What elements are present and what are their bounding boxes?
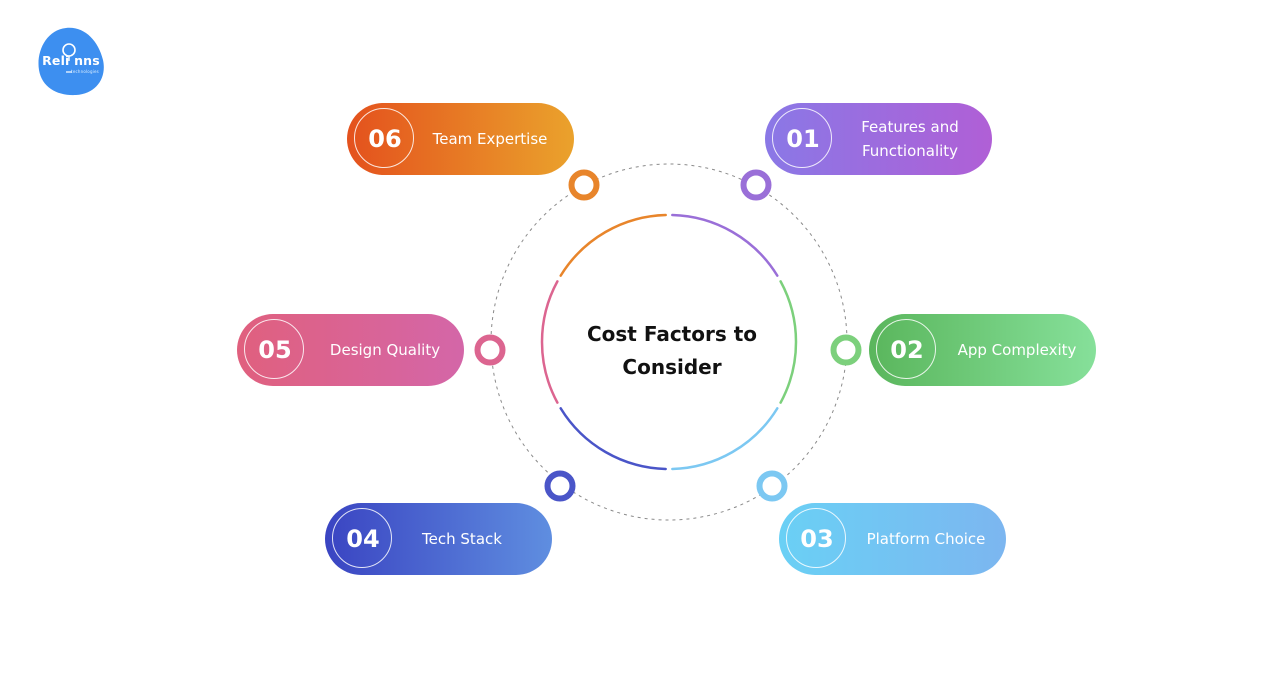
factor-label-line-1: Design Quality bbox=[329, 341, 441, 359]
connector-ring-group bbox=[474, 169, 862, 502]
connector-ring-design bbox=[474, 334, 506, 366]
inner-arc-features bbox=[671, 213, 779, 277]
factor-number: 01 bbox=[786, 125, 820, 153]
inner-arc-platform bbox=[671, 407, 779, 471]
factor-number-circle: 03 bbox=[786, 508, 846, 568]
factor-label-line-1: Tech Stack bbox=[422, 530, 502, 548]
factor-number: 04 bbox=[346, 525, 380, 553]
factor-label: Team Expertise bbox=[423, 103, 557, 175]
logo-blob-icon bbox=[38, 27, 104, 96]
factor-label-line-1: Platform Choice bbox=[866, 530, 986, 548]
inner-arc-stack bbox=[559, 407, 667, 471]
factor-pill-platform-choice: 03 Platform Choice bbox=[779, 503, 1006, 575]
inner-arc-design bbox=[540, 280, 559, 404]
factor-label: Features and Functionality bbox=[845, 103, 975, 175]
factor-number: 06 bbox=[368, 125, 402, 153]
factor-label-line-1: Features and bbox=[861, 118, 959, 136]
connector-ring-platform bbox=[756, 470, 788, 502]
company-logo: Reli nns technologies bbox=[36, 26, 106, 96]
factor-label-line-1: App Complexity bbox=[957, 341, 1077, 359]
factor-pill-app-complexity: 02 App Complexity bbox=[869, 314, 1096, 386]
factor-pill-tech-stack: 04 Tech Stack bbox=[325, 503, 552, 575]
connector-ring-complexity bbox=[830, 334, 862, 366]
connector-ring-team bbox=[568, 169, 600, 201]
factor-label-line-2: Functionality bbox=[861, 142, 959, 160]
factor-pill-design-quality: 05 Design Quality bbox=[237, 314, 464, 386]
connector-ring-features bbox=[740, 169, 772, 201]
factor-number: 03 bbox=[800, 525, 834, 553]
factor-number-circle: 05 bbox=[244, 319, 304, 379]
factor-number-circle: 01 bbox=[772, 108, 832, 168]
factor-pill-features-functionality: 01 Features and Functionality bbox=[765, 103, 992, 175]
factor-label: App Complexity bbox=[949, 314, 1085, 386]
diagram-title-line-1: Cost Factors to bbox=[586, 322, 758, 346]
diagram-title: Cost Factors to Consider bbox=[560, 318, 784, 384]
connector-ring-stack bbox=[544, 470, 576, 502]
factor-number: 05 bbox=[258, 336, 292, 364]
factor-number: 02 bbox=[890, 336, 924, 364]
inner-arc-complexity bbox=[779, 280, 798, 404]
factor-number-circle: 02 bbox=[876, 319, 936, 379]
factor-label: Platform Choice bbox=[855, 503, 997, 575]
logo-tagline: technologies bbox=[71, 69, 99, 74]
factor-number-circle: 06 bbox=[354, 108, 414, 168]
logo-wordmark: Reli nns bbox=[42, 53, 100, 68]
diagram-title-line-2: Consider bbox=[622, 355, 722, 379]
inner-arc-team bbox=[559, 213, 667, 277]
factor-number-circle: 04 bbox=[332, 508, 392, 568]
factor-pill-team-expertise: 06 Team Expertise bbox=[347, 103, 574, 175]
factor-label: Design Quality bbox=[315, 314, 455, 386]
inner-arc-group bbox=[540, 213, 798, 471]
factor-label-line-1: Team Expertise bbox=[432, 130, 548, 148]
factor-label: Tech Stack bbox=[399, 503, 525, 575]
